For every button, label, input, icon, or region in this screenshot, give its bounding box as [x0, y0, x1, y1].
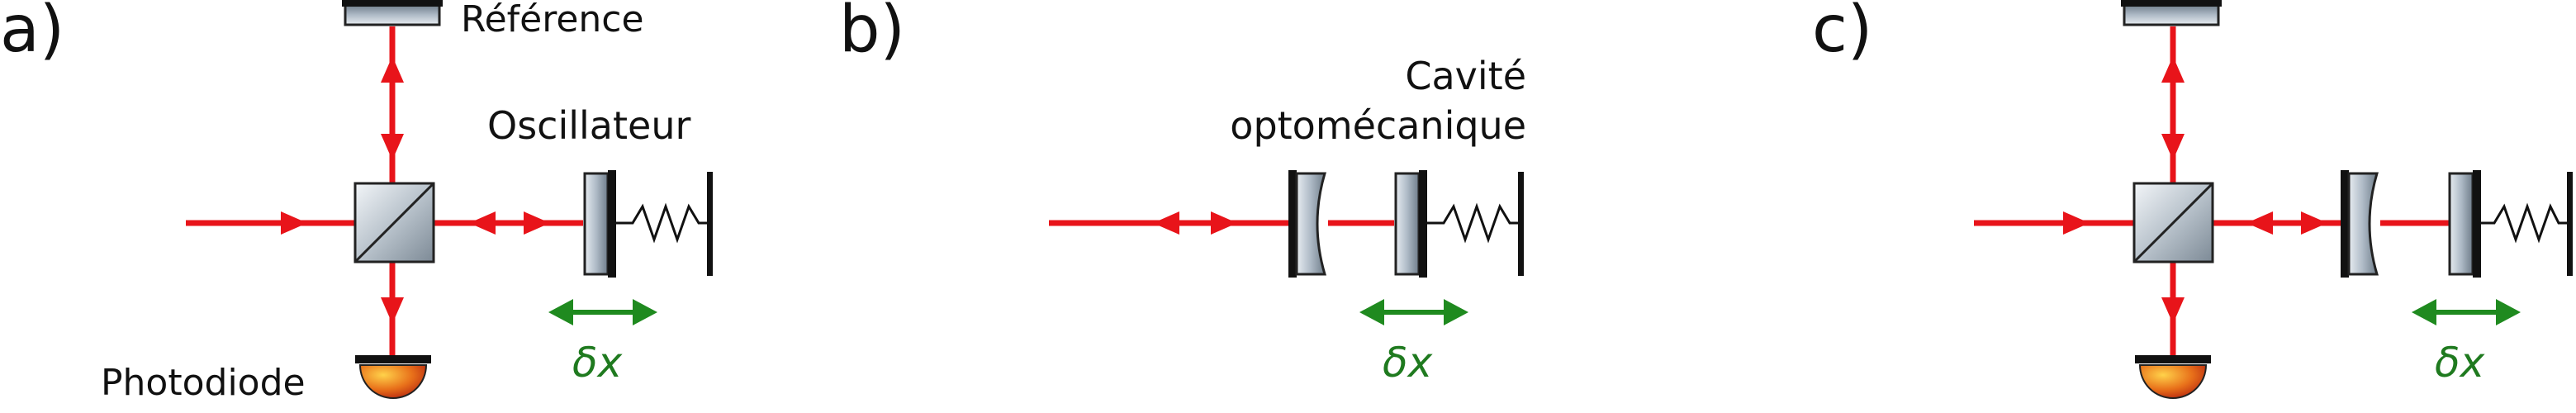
beam-direction-arrows-c [2063, 56, 2327, 324]
cavity-label-line1: Cavité [1405, 54, 1526, 98]
spring [616, 202, 707, 244]
reference-mirror [342, 0, 443, 26]
cavity-label-line2: optomécanique [1230, 103, 1526, 148]
displacement-arrow [548, 299, 657, 325]
fixed-wall-c [2567, 172, 2573, 276]
cavity-input-mirror [1288, 170, 1327, 278]
spring-b [1427, 202, 1518, 244]
beam-direction-arrows [281, 56, 550, 324]
displacement-label-a: δx [572, 339, 623, 387]
displacement-label-c: δx [2435, 339, 2485, 387]
beam-direction-arrows-b [1153, 211, 1237, 235]
cavity-end-mirror [1394, 170, 1427, 278]
oscillator-mirror [583, 170, 616, 278]
displacement-arrow-c [2412, 299, 2521, 325]
fixed-wall [707, 172, 713, 276]
laser-beam-paths [186, 26, 583, 355]
panel-c-label: c) [1812, 0, 1872, 67]
reference-label: Référence [461, 0, 644, 40]
fixed-wall-b [1518, 172, 1524, 276]
panel-b: b) Cavité optomécanique [839, 0, 1526, 387]
photodiode-c [2135, 355, 2211, 399]
photodiode-label: Photodiode [101, 362, 306, 404]
cavity-input-mirror-c [2341, 170, 2379, 278]
reference-mirror-c [2121, 0, 2222, 26]
displacement-arrow-b [1359, 299, 1468, 325]
displacement-label-b: δx [1383, 339, 1433, 387]
spring-c [2481, 202, 2567, 244]
panel-c: c) [1812, 0, 2573, 399]
beam-splitter-cube-c [2132, 182, 2214, 263]
oscillator-label: Oscillateur [487, 103, 690, 148]
beam-splitter-cube [353, 182, 435, 263]
photodiode [355, 355, 431, 399]
cavity-end-mirror-c [2448, 170, 2481, 278]
panel-b-label: b) [839, 0, 905, 67]
panel-a-label: a) [0, 0, 64, 67]
panel-a: a) Référence Oscillateur [0, 0, 713, 404]
